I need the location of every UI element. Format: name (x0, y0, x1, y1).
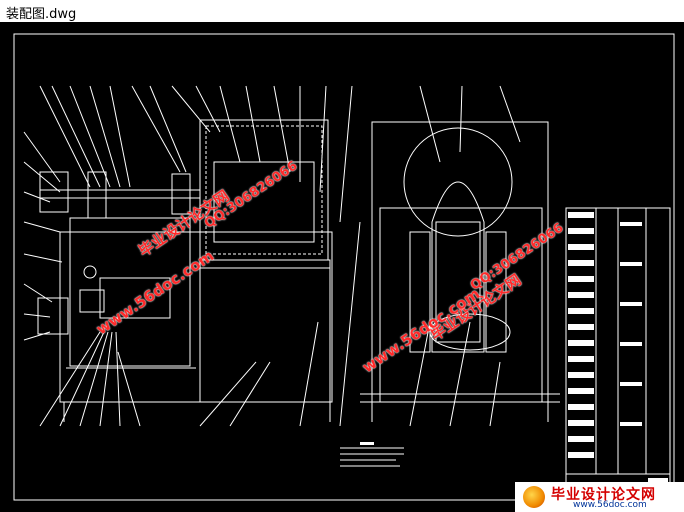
brand-logo-icon (523, 486, 545, 508)
title-bar: 装配图.dwg (0, 0, 684, 23)
window-title: 装配图.dwg (6, 7, 77, 22)
brand-name: 毕业设计论文网 (551, 487, 656, 503)
left-body (69, 217, 191, 367)
brand-banner: 毕业设计论文网 www.56doc.com (515, 482, 684, 512)
wheel (403, 127, 513, 237)
cad-drawing (13, 33, 675, 501)
motor (99, 277, 171, 319)
drawing-border (13, 33, 675, 501)
brand-url: www.56doc.com (573, 500, 647, 510)
lower-cabinet (199, 259, 331, 403)
drawing-canvas[interactable]: 毕业设计论文网 www.56doc.com QQ:306826066 毕业设计论… (0, 22, 684, 512)
cabinet-inner (205, 125, 323, 255)
cabinet-box (213, 161, 315, 243)
